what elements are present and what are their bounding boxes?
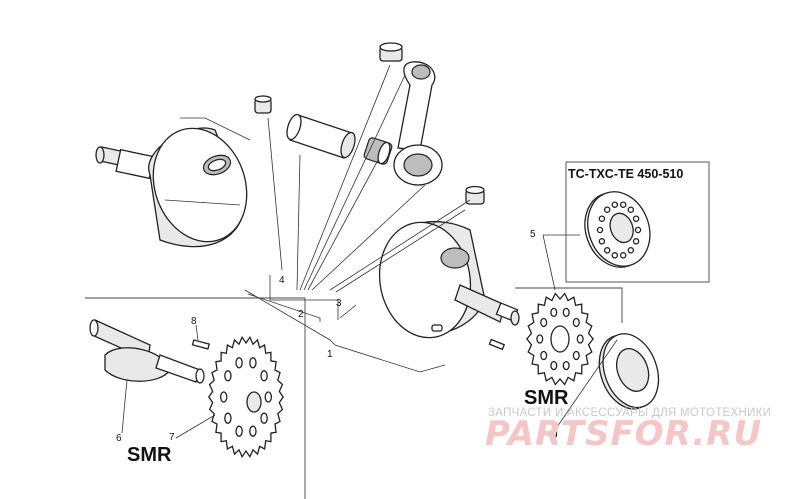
gear-hole (550, 360, 558, 371)
plate-hole (634, 226, 642, 234)
gear-hole (219, 391, 228, 403)
small-bushing (254, 95, 272, 114)
gear-hole (224, 370, 232, 382)
smr-gear (208, 335, 284, 459)
leader-lines-top (180, 64, 471, 373)
gear-hole (572, 350, 580, 361)
plate-hole (598, 238, 606, 245)
gear-hole (540, 317, 548, 328)
left-smr-frame (85, 297, 306, 499)
dowel-pin (191, 339, 211, 350)
thrust-washer (598, 333, 660, 410)
left-crank-half (95, 127, 248, 248)
variant-box: TC-TXC-TE 450-510 (565, 161, 710, 283)
gear-hole (235, 425, 243, 437)
gear-hole (536, 334, 544, 344)
gear-hole (260, 412, 268, 424)
callout-7: 7 (169, 432, 175, 443)
gear-hole (562, 307, 570, 318)
callout-5: 5 (530, 229, 536, 240)
gear-hole (249, 425, 257, 437)
callout-2: 2 (298, 309, 304, 320)
callout-3: 3 (336, 298, 342, 309)
callout-8: 8 (191, 316, 197, 327)
watermark-brand: PARTSFOR.RU (485, 414, 762, 454)
gear-hole (576, 334, 584, 344)
gear-hole (540, 350, 548, 361)
callout-4: 4 (279, 275, 285, 286)
variant-box-title: TC-TXC-TE 450-510 (568, 167, 683, 181)
plate-hole (603, 206, 611, 213)
right-smr-frame (515, 287, 623, 323)
watermark-tagline: ЗАПЧАСТИ И АКСЕССУАРЫ ДЛЯ МОТОТЕХНИКИ (488, 407, 771, 419)
plate-hole (627, 206, 635, 213)
connecting-rod (379, 42, 443, 186)
right-sprocket-gear (526, 292, 594, 386)
plate-hole (619, 252, 627, 259)
plate-hole (596, 226, 604, 234)
plate-hole (619, 201, 627, 208)
callout-6: 6 (116, 433, 122, 444)
gear-hole (562, 360, 570, 371)
starter-gear-plate (584, 191, 651, 268)
plate-hole (632, 215, 640, 222)
gear-hole (264, 391, 273, 403)
plate-hole (627, 247, 635, 254)
plate-hole (611, 201, 619, 208)
gear-hole (550, 307, 558, 318)
plate-hole (603, 247, 611, 254)
gear-hole (572, 317, 580, 328)
gear-hole (224, 412, 232, 424)
small-bushing-2 (465, 185, 485, 205)
smr-label-left: SMR (127, 444, 172, 466)
needle-bearing (363, 137, 393, 165)
plate-hole (632, 238, 640, 245)
gear-hole (235, 357, 243, 369)
right-crank-half (378, 220, 520, 351)
smr-label-right: SMR (524, 387, 569, 409)
gear-hole (249, 357, 257, 369)
plate-hole (598, 215, 606, 222)
gear-teeth (208, 335, 284, 459)
plate-hole (611, 252, 619, 259)
smr-crankshaft (89, 319, 205, 384)
callout-9: 9 (552, 430, 558, 441)
callout-1: 1 (327, 349, 333, 360)
gear-hole (260, 370, 268, 382)
crank-pin (286, 113, 356, 159)
